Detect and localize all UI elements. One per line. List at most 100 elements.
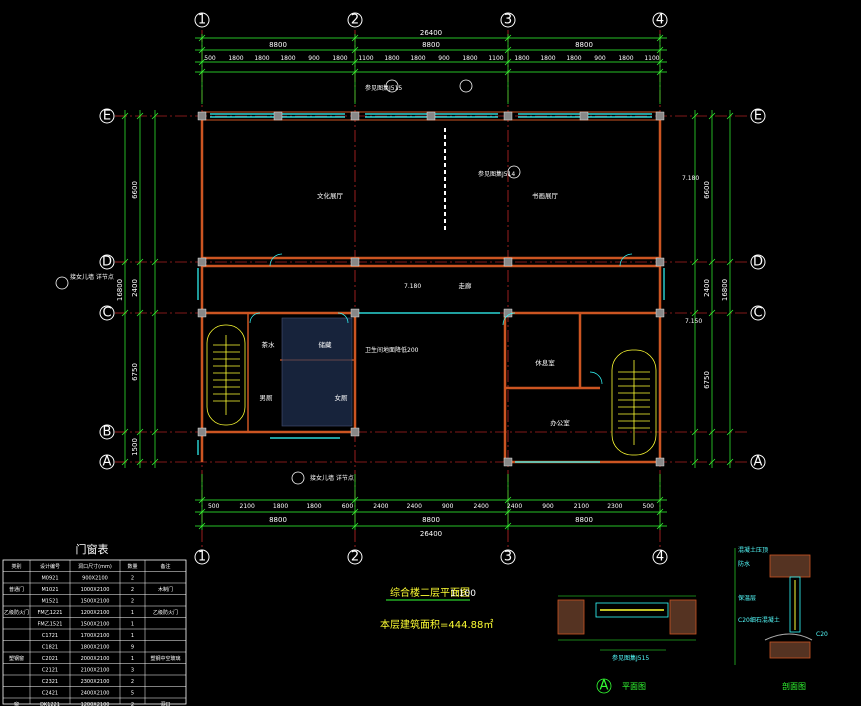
plan-title: 综合楼二层平面图 bbox=[390, 586, 470, 599]
axis-label-D-right: D bbox=[753, 255, 763, 270]
top-segment-dim: 900 bbox=[438, 55, 450, 62]
room-office: 办公室 bbox=[550, 418, 570, 427]
axis-label-D-left: D bbox=[102, 255, 112, 270]
table-cell: DK1221 bbox=[40, 702, 60, 706]
bottom-segment-dim: 500 bbox=[208, 503, 220, 510]
table-cell: 乙级防火门 bbox=[4, 609, 29, 616]
top-segment-dim: 1800 bbox=[540, 55, 555, 62]
bottom-segment-dim: 1800 bbox=[306, 503, 321, 510]
axis-bubble-2-bottom bbox=[347, 549, 363, 565]
area-label: 本层建筑面积=444.88㎡ bbox=[380, 618, 493, 631]
table-cell: C2021 bbox=[42, 656, 58, 662]
left-bay-mid: 2400 bbox=[131, 279, 139, 297]
left-bay-upper: 6600 bbox=[131, 181, 139, 199]
table-cell: 2300X2100 bbox=[81, 679, 110, 685]
top-segment-dim: 900 bbox=[308, 55, 320, 62]
section-note-3: 保温层 bbox=[738, 594, 756, 602]
table-cell: 1200X2100 bbox=[81, 610, 110, 616]
bottom-segment-dim: 2400 bbox=[407, 503, 422, 510]
top-segment-dim: 1800 bbox=[228, 55, 243, 62]
table-title: 门窗表 bbox=[76, 542, 109, 556]
windows bbox=[197, 113, 665, 463]
top-segment-dim: 1800 bbox=[280, 55, 295, 62]
axis-label-A-right: A bbox=[754, 455, 763, 470]
top-segment-dim: 1100 bbox=[358, 55, 373, 62]
bay-width-2: 8800 bbox=[422, 41, 440, 49]
bottom-segment-dim: 2400 bbox=[373, 503, 388, 510]
table-cell: 2 bbox=[131, 679, 134, 685]
table-cell: C1821 bbox=[42, 644, 58, 650]
top-segment-dim: 1100 bbox=[488, 55, 503, 62]
axis-bubble-4-bottom bbox=[652, 549, 668, 565]
axis-bubble-C-right bbox=[750, 305, 766, 321]
top-segment-dim: 1800 bbox=[410, 55, 425, 62]
left-overall-height: 16800 bbox=[116, 279, 124, 301]
table-cell: C1721 bbox=[42, 633, 58, 639]
table-cell: 2 bbox=[131, 575, 134, 581]
axis-label-B-left: B bbox=[103, 425, 112, 440]
axis-label-C-left: C bbox=[102, 306, 111, 321]
table-cell: 塑钢中空玻璃 bbox=[150, 655, 180, 662]
detail-plan-note: 参见图集J515 bbox=[612, 654, 649, 662]
axis-label-A-left: A bbox=[103, 455, 112, 470]
walls bbox=[200, 111, 662, 464]
top-segment-dim: 1800 bbox=[566, 55, 581, 62]
elevation-corridor: 7.180 bbox=[404, 283, 421, 290]
table-cell: M1521 bbox=[41, 598, 58, 604]
axis-label-3-bottom: 3 bbox=[504, 550, 512, 565]
detail-section-caption: 剖面图 bbox=[782, 681, 806, 691]
bottom-segment-dim: 2400 bbox=[474, 503, 489, 510]
bottom-segment-dim: 2100 bbox=[240, 503, 255, 510]
axis-label-4-top: 4 bbox=[656, 13, 664, 28]
top-segment-dim: 1800 bbox=[332, 55, 347, 62]
axis-bubble-B-left bbox=[99, 424, 115, 440]
overall-width-top: 26400 bbox=[420, 29, 442, 37]
top-segment-dim: 1100 bbox=[644, 55, 659, 62]
table-cell: 1 bbox=[131, 621, 134, 627]
axis-bubble-3-bottom bbox=[500, 549, 516, 565]
table-cell: 1 bbox=[131, 656, 134, 662]
left-bay-lower: 6750 bbox=[131, 363, 139, 381]
room-toilet-f: 女厕 bbox=[335, 393, 349, 402]
plan-scale: 1:100 bbox=[450, 589, 476, 599]
stair-left bbox=[206, 324, 246, 426]
table-cell: 3 bbox=[131, 667, 134, 673]
axis-bubble-4-top bbox=[652, 12, 668, 28]
axis-label-2-top: 2 bbox=[351, 13, 359, 28]
table-cell: 1 bbox=[131, 610, 134, 616]
bay-width-bottom-2: 8800 bbox=[422, 516, 440, 524]
table-cell: 1200X2100 bbox=[81, 702, 110, 706]
table-cell: C2421 bbox=[42, 690, 58, 696]
top-segment-dim: 1800 bbox=[384, 55, 399, 62]
table-cell: C2121 bbox=[42, 667, 58, 673]
table-cell: 9 bbox=[131, 644, 134, 650]
table-cell: 5 bbox=[131, 690, 134, 696]
room-lounge: 休息室 bbox=[535, 358, 555, 367]
section-note-5: C20 bbox=[816, 631, 828, 638]
axis-grid bbox=[115, 30, 750, 550]
table-cell: 2000X2100 bbox=[81, 656, 110, 662]
axis-label-3-top: 3 bbox=[504, 13, 512, 28]
table-cell: 1800X2100 bbox=[81, 644, 110, 650]
top-segment-dim: 1800 bbox=[462, 55, 477, 62]
table-cell: 普通门 bbox=[9, 586, 24, 593]
bay-width-1: 8800 bbox=[269, 41, 287, 49]
bottom-segment-dim: 900 bbox=[542, 503, 554, 510]
bottom-segment-dim: 2400 bbox=[507, 503, 522, 510]
table-cell: 1000X2100 bbox=[81, 587, 110, 593]
table-cell: 2 bbox=[131, 702, 134, 706]
note-leader: 卫生间地面降低200 bbox=[365, 346, 419, 354]
table-cell: FM乙1221 bbox=[38, 609, 63, 616]
axis-label-C-right: C bbox=[753, 306, 762, 321]
columns bbox=[197, 111, 665, 467]
axis-bubble-A-right bbox=[750, 454, 766, 470]
axis-bubble-1-top bbox=[194, 12, 210, 28]
room-reading: 文化展厅 bbox=[317, 191, 344, 200]
table-cell: C2321 bbox=[42, 679, 58, 685]
detail-plan: 参见图集J515 A 平面图 bbox=[557, 595, 697, 694]
table-cell: 1700X2100 bbox=[81, 633, 110, 639]
axis-label-1-top: 1 bbox=[198, 13, 206, 28]
